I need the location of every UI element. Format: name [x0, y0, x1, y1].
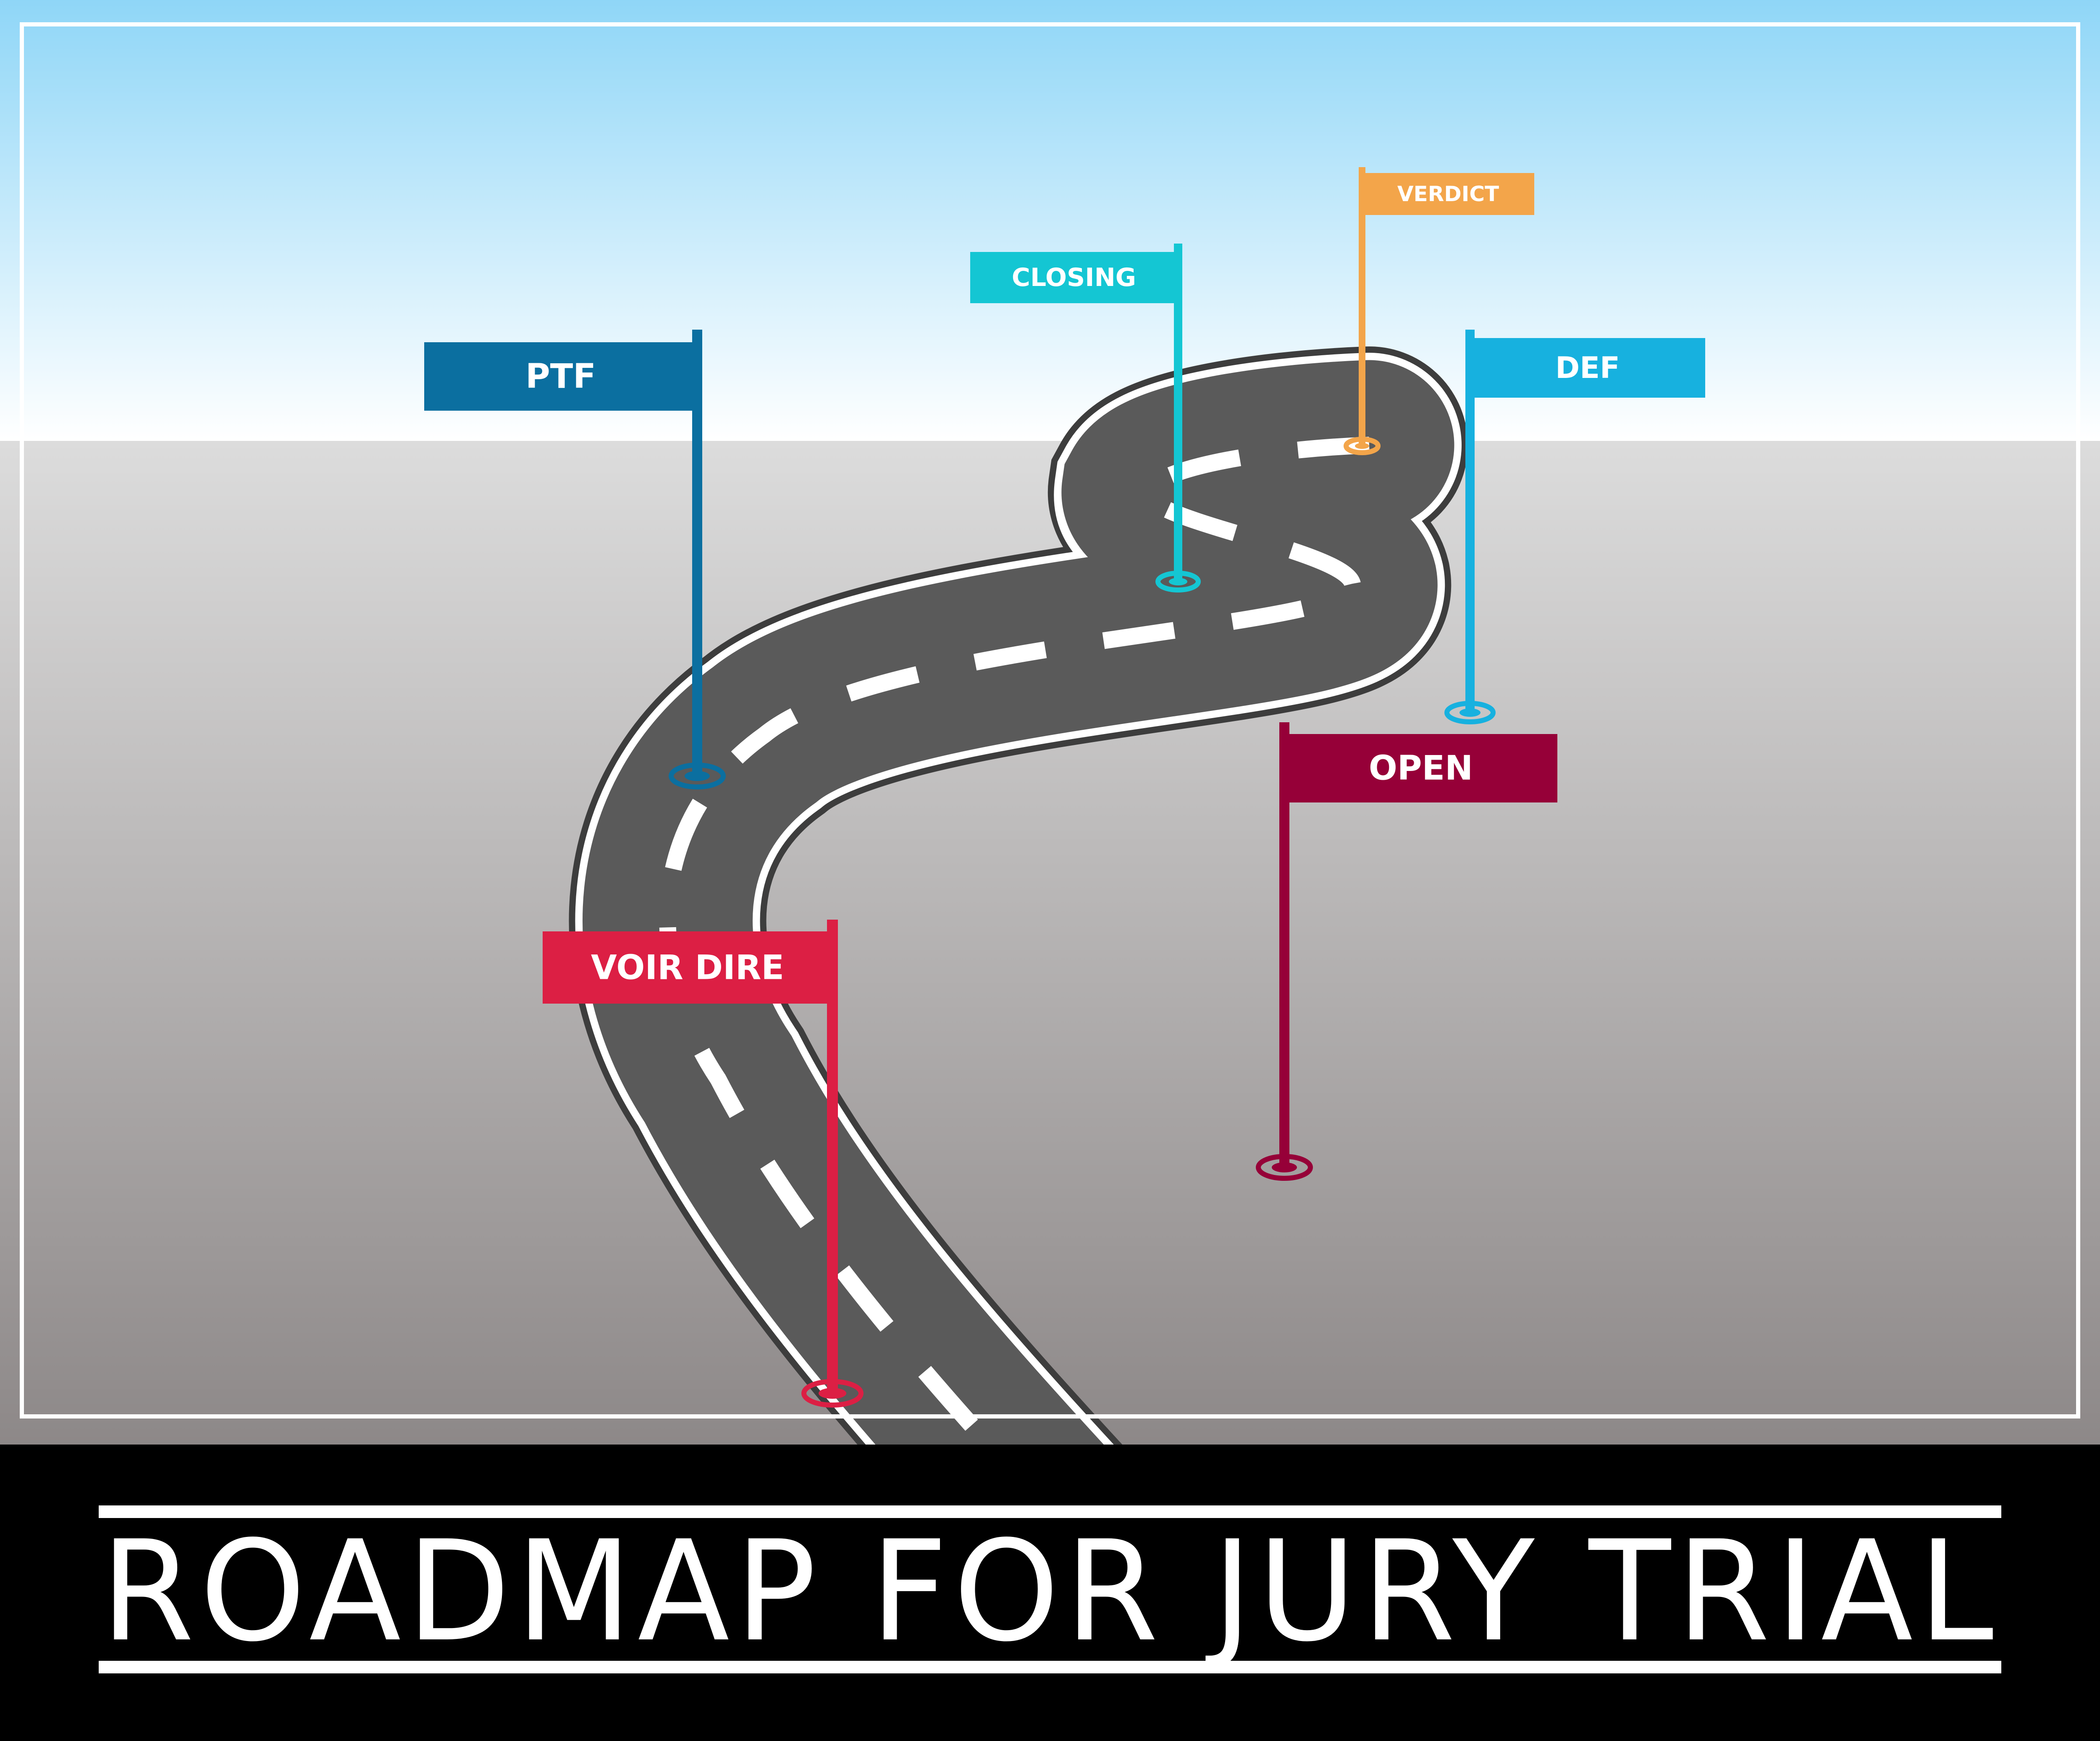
flag-voir-dire: VOIR DIRE [543, 920, 864, 1408]
flag-open-label: OPEN [1369, 749, 1473, 788]
flag-def-label: DEF [1555, 351, 1620, 385]
flag-ptf-label: PTF [525, 357, 596, 396]
flag-ptf: PTF [424, 330, 726, 789]
title-rule-top [99, 1505, 2001, 1518]
flag-def: DEF [1444, 330, 1705, 724]
flag-closing-label: CLOSING [1012, 263, 1136, 292]
title-rule-bottom [99, 1661, 2001, 1673]
flag-verdict: VERDICT [1344, 167, 1534, 455]
flag-open: OPEN [1256, 722, 1557, 1181]
flag-closing: CLOSING [970, 244, 1201, 593]
flags: PTF CLOSING VERDICT DEF [424, 167, 1705, 1408]
road [569, 346, 1468, 1445]
flag-verdict-label: VERDICT [1397, 182, 1499, 206]
title-banner-background [0, 1445, 2100, 1741]
title-banner: ROADMAP FOR JURY TRIAL [0, 1445, 2100, 1741]
page-title: ROADMAP FOR JURY TRIAL [101, 1511, 1999, 1672]
frame-border [20, 22, 2080, 1418]
road-center-dashes [659, 437, 1370, 1445]
sky [0, 0, 2100, 441]
flag-voir-dire-label: VOIR DIRE [591, 948, 784, 987]
